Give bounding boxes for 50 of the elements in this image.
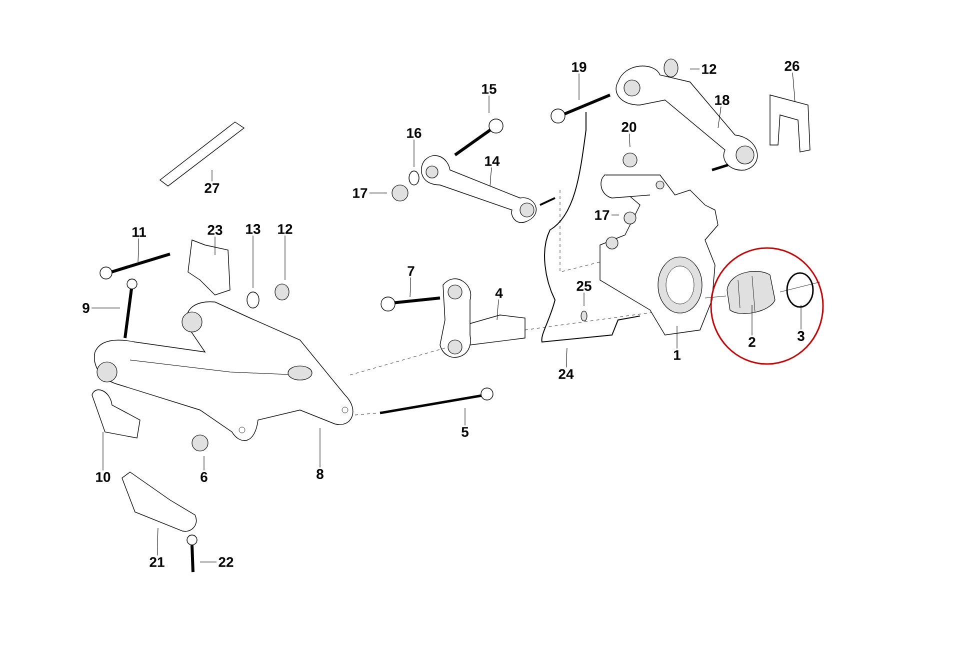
leader-line: [566, 348, 568, 368]
callout-number: 16: [407, 128, 422, 138]
leader-line: [629, 133, 630, 148]
leader-line: [214, 236, 216, 256]
leader-line: [156, 528, 158, 556]
leader-line: [578, 73, 580, 100]
leader-line: [284, 235, 286, 280]
callout-number: 15: [482, 84, 496, 94]
leader-line: [410, 277, 411, 298]
callout-number: 19: [572, 62, 586, 72]
callout-number: 6: [200, 472, 208, 482]
leader-line: [488, 95, 490, 114]
callout-number: 1: [674, 350, 681, 360]
callout-number: 17: [353, 188, 368, 198]
callout-number: 25: [576, 281, 592, 291]
leader-line: [464, 408, 466, 426]
leader-line: [800, 304, 802, 330]
leader-line: [496, 299, 499, 320]
callout-number: 9: [82, 303, 90, 313]
callout-number: 20: [622, 122, 636, 132]
callout-number: 5: [462, 427, 469, 437]
leader-line: [252, 235, 254, 288]
callout-number: 12: [702, 64, 716, 74]
callout-number: 27: [204, 183, 220, 193]
callout-number: 23: [208, 225, 222, 235]
callout-number: 22: [218, 557, 234, 567]
leader-line: [102, 432, 104, 471]
callout-number: 11: [132, 227, 146, 237]
callout-number: 8: [316, 469, 324, 479]
callout-number: 10: [96, 472, 110, 482]
callout-number: 17: [595, 210, 610, 220]
leader-line: [676, 326, 678, 349]
leader-line: [792, 72, 796, 102]
leader-line: [138, 238, 140, 262]
callout-number: 13: [246, 224, 260, 234]
callout-number: 24: [558, 369, 574, 379]
leader-line: [690, 68, 700, 70]
callout-number: 2: [748, 337, 756, 347]
callout-number: 26: [784, 61, 800, 71]
callout-number: 4: [495, 288, 503, 298]
callout-number: 18: [715, 95, 730, 105]
leader-line: [369, 192, 388, 194]
callout-number: 14: [485, 156, 500, 166]
leader-line: [611, 214, 620, 216]
callout-number: 7: [408, 266, 414, 276]
leader-line: [490, 167, 492, 186]
callout-number: 3: [797, 331, 804, 341]
callout-number: 21: [150, 557, 164, 567]
leader-line: [718, 106, 722, 128]
callout-number: 12: [278, 224, 292, 234]
